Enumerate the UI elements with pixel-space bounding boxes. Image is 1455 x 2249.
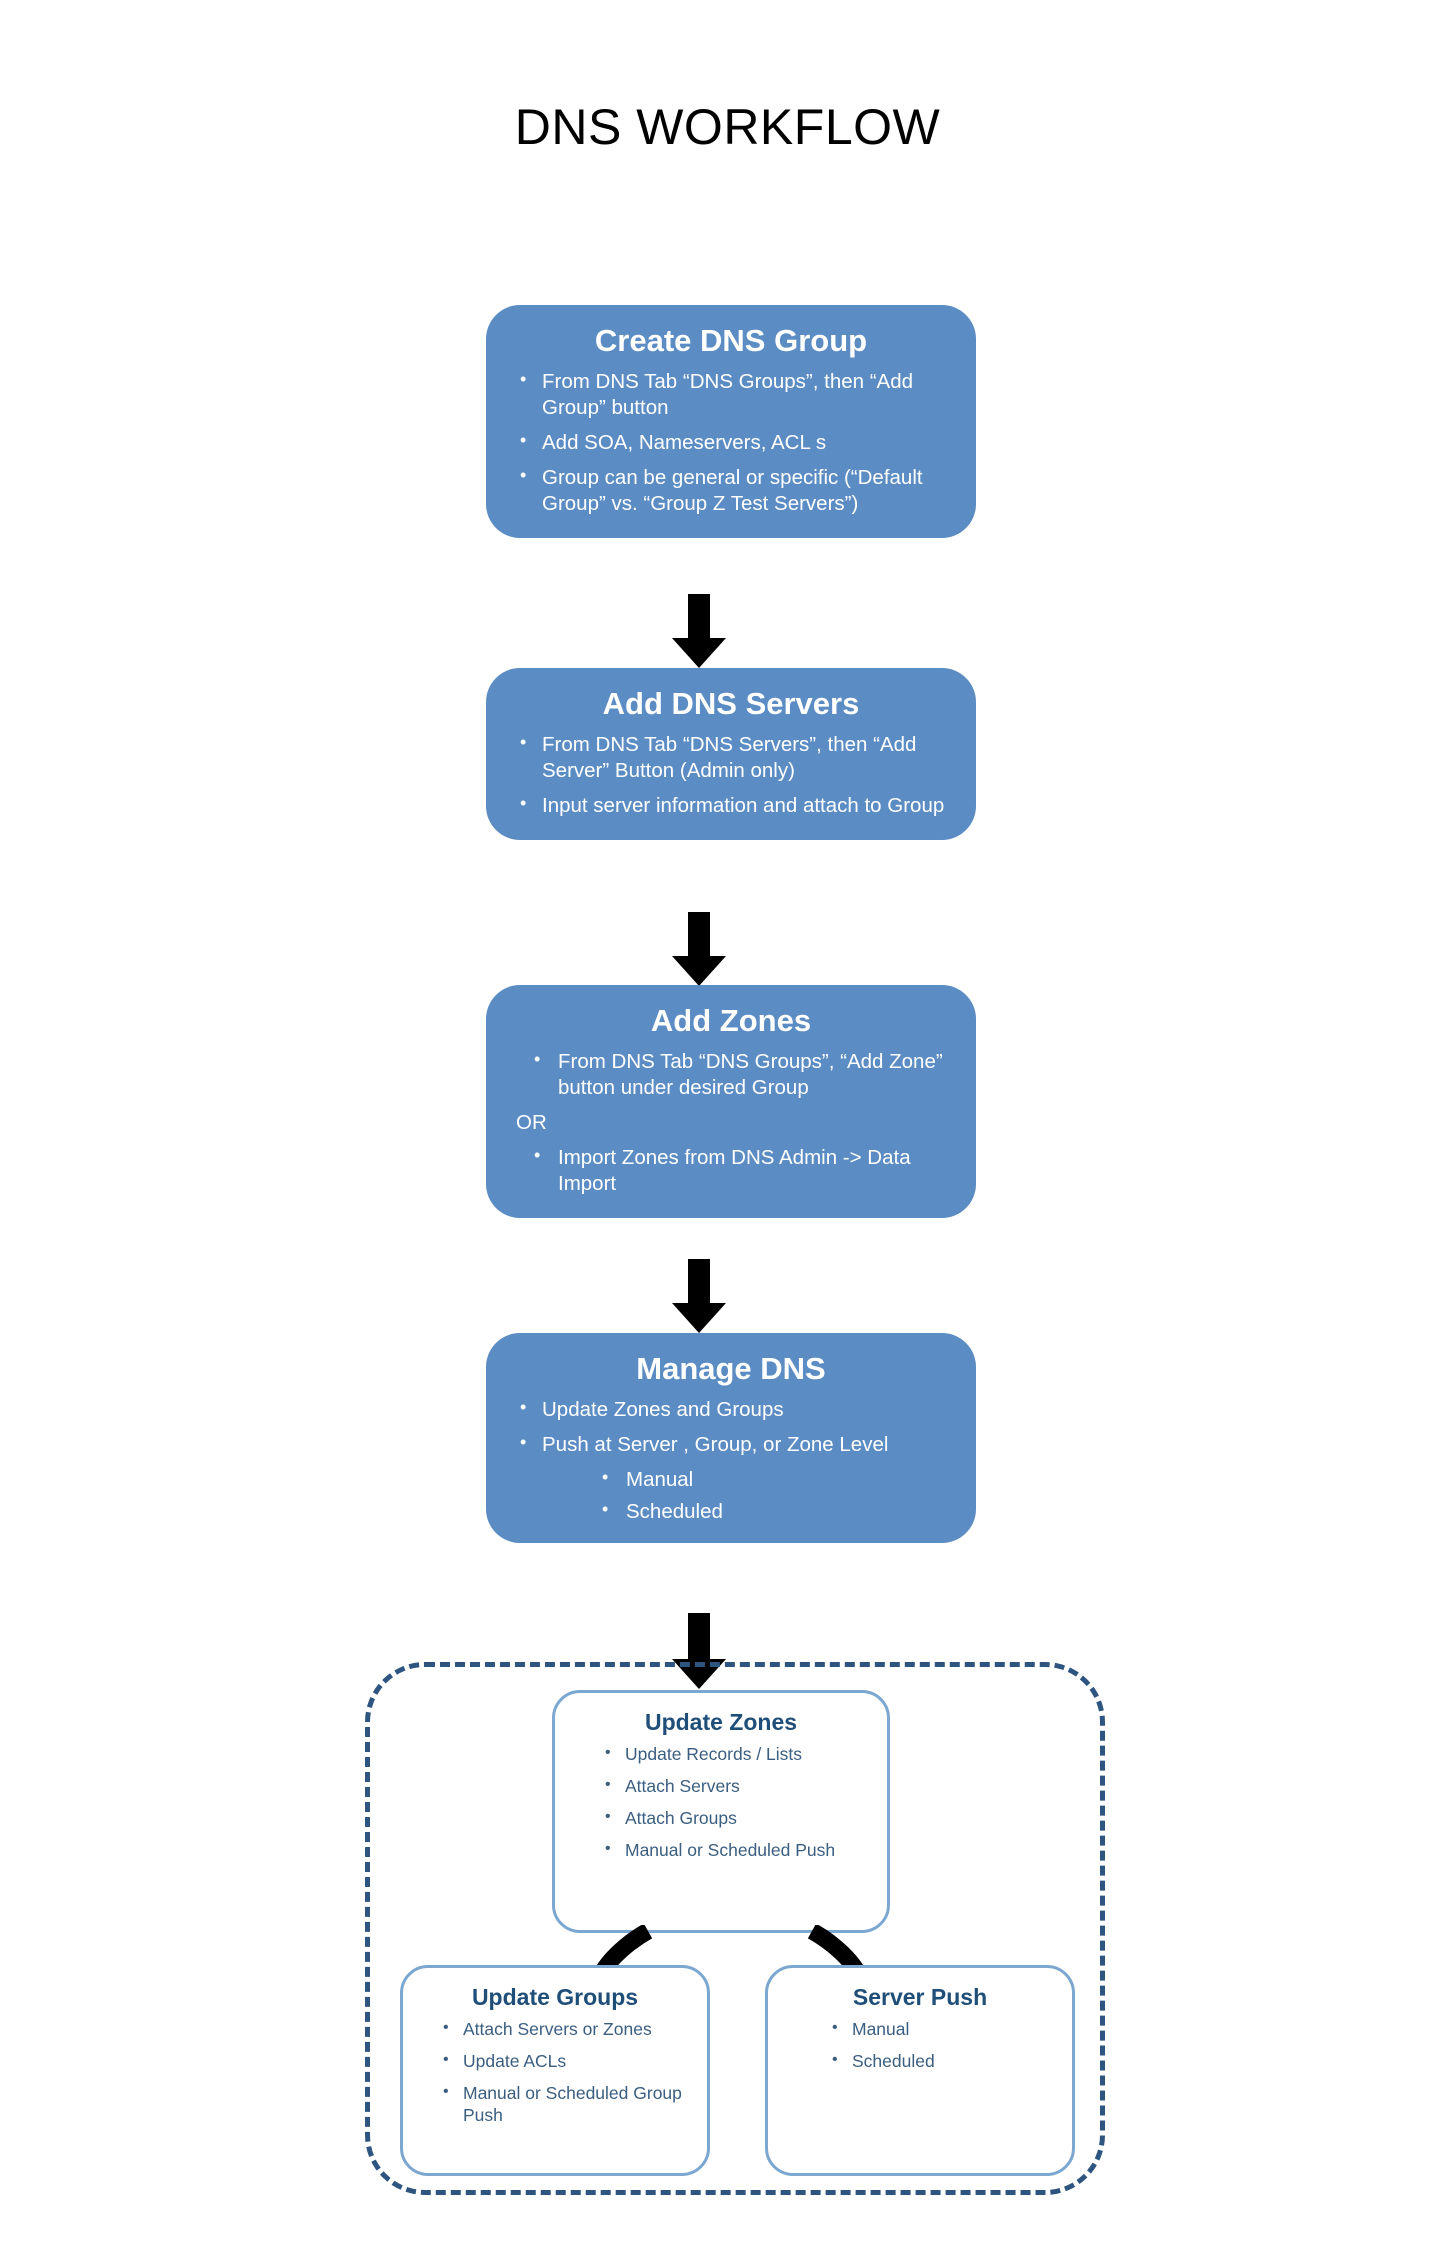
bullet-item: Attach Servers: [599, 1775, 873, 1798]
detail-group-container: [365, 1662, 1105, 2195]
bullet-item: Input server information and attach to G…: [514, 792, 954, 819]
arrow-shaft: [688, 912, 710, 956]
arrow-create-to-servers: [672, 594, 726, 668]
bullet-item: Update Zones and Groups: [514, 1396, 954, 1423]
flow-node-server-push[interactable]: Server Push Manual Scheduled: [765, 1965, 1075, 2176]
flow-node-bullet-list: From DNS Tab “DNS Servers”, then “Add Se…: [486, 731, 976, 819]
arrow-servers-to-zones: [672, 912, 726, 986]
bullet-item: Manual or Scheduled Group Push: [437, 2082, 693, 2127]
bullet-item: Push at Server , Group, or Zone Level: [514, 1431, 954, 1458]
bullet-item: Scheduled: [826, 2050, 1058, 2073]
bullet-item: Update ACLs: [437, 2050, 693, 2073]
bullet-item: Manual: [826, 2018, 1058, 2041]
flow-node-title: Update Groups: [471, 1984, 639, 2010]
flow-node-bullet-list: From DNS Tab “DNS Groups”, then “Add Gro…: [486, 368, 976, 517]
flow-node-bullet-list: Attach Servers or Zones Update ACLs Manu…: [403, 2018, 707, 2127]
arrow-zones-to-manage: [672, 1259, 726, 1333]
arrow-head: [672, 638, 726, 668]
bullet-item: Update Records / Lists: [599, 1743, 873, 1766]
bullet-item-sub: Manual: [514, 1466, 954, 1493]
flow-node-manage-dns[interactable]: Manage DNS Update Zones and Groups Push …: [486, 1333, 976, 1543]
flow-node-update-zones[interactable]: Update Zones Update Records / Lists Atta…: [552, 1690, 890, 1933]
flow-node-bullet-list: Manual Scheduled: [768, 2018, 1072, 2073]
bullet-item: Add SOA, Nameservers, ACL s: [514, 429, 954, 456]
flow-node-title: Server Push: [852, 1984, 988, 2010]
flow-node-bullet-list: Update Records / Lists Attach Servers At…: [555, 1743, 887, 1862]
flow-node-title: Create DNS Group: [594, 323, 868, 358]
bullet-item: Group can be general or specific (“Defau…: [514, 464, 954, 517]
bullet-item-or: OR: [516, 1110, 547, 1134]
flow-node-create-dns-group[interactable]: Create DNS Group From DNS Tab “DNS Group…: [486, 305, 976, 538]
bullet-item: Attach Groups: [599, 1807, 873, 1830]
flow-node-title: Add Zones: [650, 1003, 812, 1038]
flow-node-title: Manage DNS: [636, 1351, 826, 1386]
page-title: DNS WORKFLOW: [514, 99, 941, 155]
arrow-head: [672, 956, 726, 986]
bullet-item: From DNS Tab “DNS Groups”, “Add Zone” bu…: [514, 1048, 954, 1101]
flow-node-update-groups[interactable]: Update Groups Attach Servers or Zones Up…: [400, 1965, 710, 2176]
arrow-shaft: [688, 1613, 710, 1659]
flow-node-add-zones[interactable]: Add Zones From DNS Tab “DNS Groups”, “Ad…: [486, 985, 976, 1218]
flow-node-title: Add DNS Servers: [602, 686, 860, 721]
bullet-item: Manual or Scheduled Push: [599, 1839, 873, 1862]
bullet-item: From DNS Tab “DNS Servers”, then “Add Se…: [514, 731, 954, 784]
arrow-shaft: [688, 594, 710, 638]
bullet-item: Import Zones from DNS Admin -> Data Impo…: [514, 1144, 954, 1197]
bullet-item: Attach Servers or Zones: [437, 2018, 693, 2041]
arrow-head: [672, 1303, 726, 1333]
bullet-item-sub: Scheduled: [514, 1498, 954, 1525]
bullet-item: From DNS Tab “DNS Groups”, then “Add Gro…: [514, 368, 954, 421]
flow-node-bullet-list: From DNS Tab “DNS Groups”, “Add Zone” bu…: [486, 1048, 976, 1197]
flow-node-bullet-list: Update Zones and Groups Push at Server ,…: [486, 1396, 976, 1525]
arrow-shaft: [688, 1259, 710, 1303]
flow-node-title: Update Zones: [644, 1709, 798, 1735]
flow-node-add-dns-servers[interactable]: Add DNS Servers From DNS Tab “DNS Server…: [486, 668, 976, 840]
